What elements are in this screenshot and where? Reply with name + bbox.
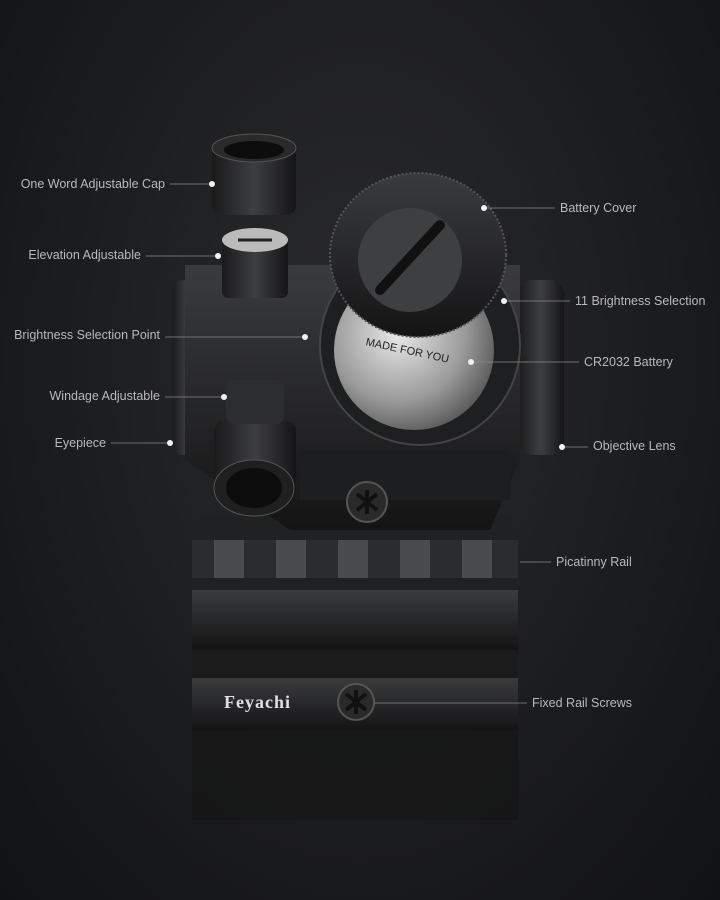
- label-fixed-rail-screws: Fixed Rail Screws: [532, 696, 633, 710]
- label-elevation-adjustable: Elevation Adjustable: [28, 248, 141, 262]
- label-cr2032-battery: CR2032 Battery: [584, 355, 673, 369]
- label-eyepiece: Eyepiece: [54, 436, 106, 450]
- elevation-turret: [222, 228, 288, 298]
- battery-cover: [329, 172, 507, 338]
- label-battery-cover: Battery Cover: [560, 201, 637, 215]
- label-picatinny-rail: Picatinny Rail: [556, 555, 632, 569]
- label-objective-lens: Objective Lens: [593, 439, 676, 453]
- label-11-brightness-selection: 11 Brightness Selection: [575, 294, 706, 308]
- windage-turret: [213, 380, 296, 517]
- label-brightness-selection-point: Brightness Selection Point: [14, 328, 160, 342]
- adjustable-cap: [211, 133, 297, 215]
- leader-lines: [111, 183, 588, 704]
- label-windage-adjustable: Windage Adjustable: [49, 389, 161, 403]
- mount-base: [192, 590, 518, 820]
- label-adjustable-cap: One Word Adjustable Cap: [20, 177, 165, 191]
- brand-logo: Feyachi: [224, 692, 291, 712]
